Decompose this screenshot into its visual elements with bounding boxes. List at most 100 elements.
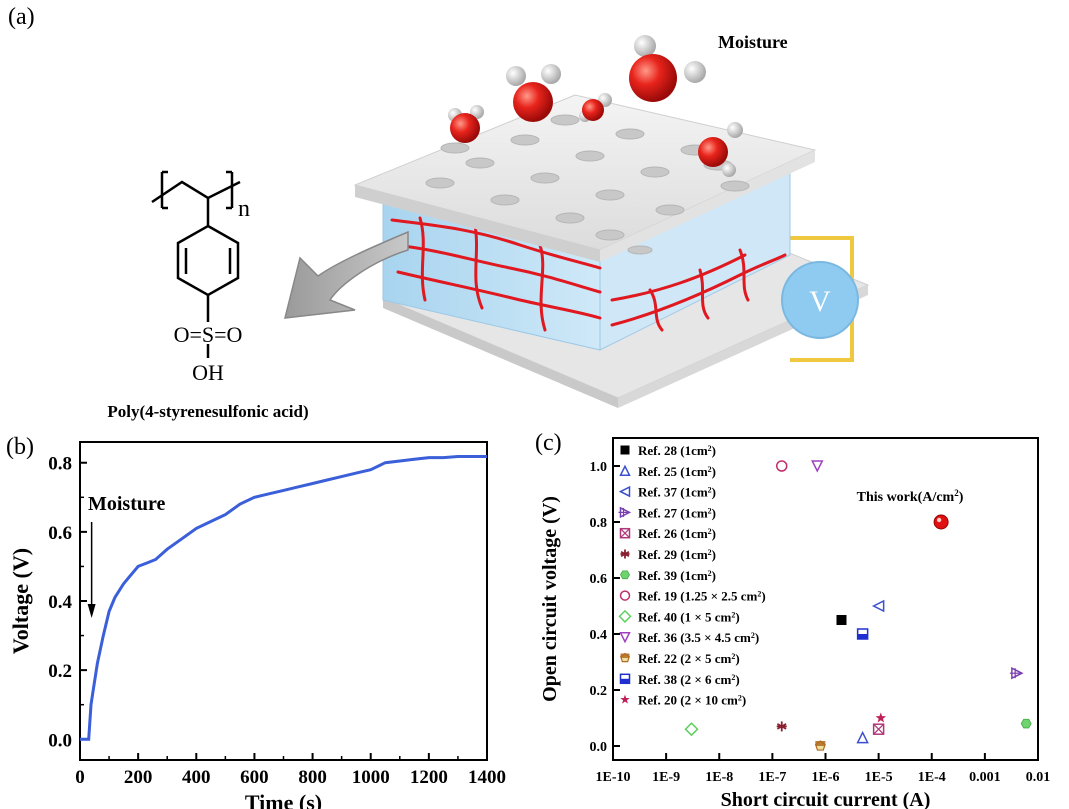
- scatter-point: [684, 722, 699, 737]
- sulfonyl-group: O=S=O: [174, 322, 243, 347]
- arrow-icon: [284, 230, 409, 319]
- scatter-point: [776, 721, 787, 732]
- legend-marker: [620, 549, 630, 559]
- scatter-point: [1009, 666, 1024, 680]
- this-work-annotation: This work(A/cm2): [857, 488, 964, 505]
- x-tick-label: 0: [75, 767, 85, 788]
- scatter-point: [856, 628, 869, 640]
- x-tick-label: 1E-8: [705, 770, 733, 785]
- legend-entry: Ref. 25 (1cm2): [638, 464, 716, 479]
- legend-entry: Ref. 29 (1cm2): [638, 547, 716, 562]
- device-illustration: V Moisture n O=S=O OH Poly(4-styrenesulf…: [107, 32, 870, 421]
- legend-entry: Ref. 22 (2 × 5 cm2): [638, 651, 740, 666]
- legend-entry: Ref. 40 (1 × 5 cm2): [638, 609, 740, 624]
- y-tick-label: 0.2: [590, 684, 608, 699]
- y-tick-label: 0.2: [48, 661, 72, 682]
- perforated-plate-icon: [353, 94, 817, 262]
- legend-entry: Ref. 39 (1cm2): [638, 568, 716, 583]
- x-axis-label: Time (s): [245, 790, 322, 809]
- legend-marker: [619, 464, 631, 477]
- molecule-structure: [151, 170, 241, 358]
- data-points: [684, 460, 1032, 751]
- legend-marker: [619, 673, 631, 685]
- y-tick-label: 0.0: [48, 730, 72, 751]
- x-tick-label: 0.01: [1026, 770, 1051, 785]
- scatter-point: [811, 460, 824, 473]
- voltage-current-scatter: 1E-10 1E-9 1E-8 1E-7 1E-6 1E-5 1E-4 0.001 0.01 0…: [539, 437, 1051, 809]
- moisture-annotation: Moisture: [88, 493, 166, 515]
- y-tick-label: 0.4: [48, 592, 72, 613]
- x-tick-label: 1E-6: [812, 770, 840, 785]
- x-axis-ticks: 1E-10 1E-9 1E-8 1E-7 1E-6 1E-5 1E-4 0.001 0.01: [596, 753, 1051, 785]
- legend-entry: Ref. 37 (1cm2): [638, 485, 716, 500]
- x-tick-label: 1E-10: [596, 770, 631, 785]
- legend-marker: [618, 506, 632, 519]
- molecule-name: Poly(4-styrenesulfonic acid): [107, 402, 308, 421]
- x-tick-label: 1E-5: [865, 770, 893, 785]
- y-axis-label: Voltage (V): [8, 548, 33, 654]
- x-tick-label: 800: [298, 767, 327, 788]
- legend-entry: Ref. 28 (1cm2): [638, 443, 716, 458]
- legend: Ref. 28 (1cm2) Ref. 25 (1cm2) Ref. 37 (1cm…: [618, 443, 766, 708]
- legend-marker: [619, 631, 631, 644]
- y-tick-label: 0.8: [48, 454, 72, 475]
- scatter-point: [875, 712, 887, 723]
- x-tick-label: 1E-4: [918, 770, 946, 785]
- scatter-point: [814, 740, 826, 751]
- y-tick-label: 0.0: [590, 740, 608, 755]
- x-axis-label: Short circuit current (A): [721, 789, 931, 809]
- y-axis-label: Open circuit voltage (V): [539, 496, 561, 702]
- scatter-point: [871, 599, 885, 613]
- polymer-chain-icon: [390, 216, 787, 332]
- x-tick-label: 0.001: [969, 770, 1001, 785]
- panel-a-label: (a): [8, 4, 35, 30]
- voltmeter-icon: V: [781, 261, 859, 339]
- legend-entry: Ref. 19 (1.25 × 2.5 cm2): [638, 589, 766, 604]
- x-tick-label: 400: [182, 767, 211, 788]
- y-tick-label: 0.6: [48, 523, 72, 544]
- legend-marker: [619, 590, 631, 601]
- scatter-point: [836, 615, 847, 625]
- legend-entry: Ref. 38 (2 × 6 cm2): [638, 672, 740, 687]
- x-tick-label: 1E-7: [758, 770, 786, 785]
- arrow-head: [87, 604, 96, 618]
- scatter-point: [933, 514, 949, 530]
- x-tick-label: 600: [240, 767, 269, 788]
- legend-marker: [618, 609, 632, 623]
- legend-marker: [620, 694, 630, 704]
- scatter-point: [872, 723, 885, 735]
- x-tick-label: 1E-9: [652, 770, 680, 785]
- legend-marker: [619, 527, 631, 539]
- x-tick-label: 200: [124, 767, 153, 788]
- x-tick-label: 1000: [352, 767, 390, 788]
- legend-entry: Ref. 36 (3.5 × 4.5 cm2): [638, 630, 759, 645]
- water-molecule-icon: [448, 35, 743, 177]
- y-tick-label: 0.4: [590, 628, 608, 643]
- x-tick-label: 1400: [468, 767, 506, 788]
- y-axis-ticks: 0.0 0.2 0.4 0.6 0.8: [48, 454, 87, 751]
- y-axis-ticks: 0.00.20.40.60.81.0: [590, 460, 620, 755]
- scatter-point: [775, 460, 788, 472]
- legend-marker: [620, 570, 630, 580]
- legend-marker: [618, 485, 631, 498]
- scatter-point: [856, 730, 869, 744]
- legend-marker: [620, 652, 630, 663]
- panel-c-label: (c): [535, 430, 562, 456]
- voltage-series-line: [80, 455, 487, 741]
- y-tick-label: 0.6: [590, 572, 608, 587]
- voltmeter-label: V: [809, 285, 831, 318]
- panel-b-label: (b): [6, 434, 34, 460]
- x-tick-label: 1200: [410, 767, 448, 788]
- molecule-subscript: n: [238, 196, 250, 222]
- annotation-arrow-icon: [87, 522, 96, 618]
- legend-entry: Ref. 27 (1cm2): [638, 505, 716, 520]
- y-tick-label: 1.0: [590, 460, 608, 475]
- legend-entry: Ref. 20 (2 × 10 cm2): [638, 693, 746, 708]
- legend-marker: [620, 445, 630, 455]
- moisture-label: Moisture: [718, 32, 788, 52]
- hydroxyl-group: OH: [192, 360, 224, 385]
- legend-entry: Ref. 26 (1cm2): [638, 526, 716, 541]
- x-axis-ticks: 0 200 400 600 800 1000 1200 1400: [75, 753, 506, 788]
- scatter-point: [1020, 718, 1032, 729]
